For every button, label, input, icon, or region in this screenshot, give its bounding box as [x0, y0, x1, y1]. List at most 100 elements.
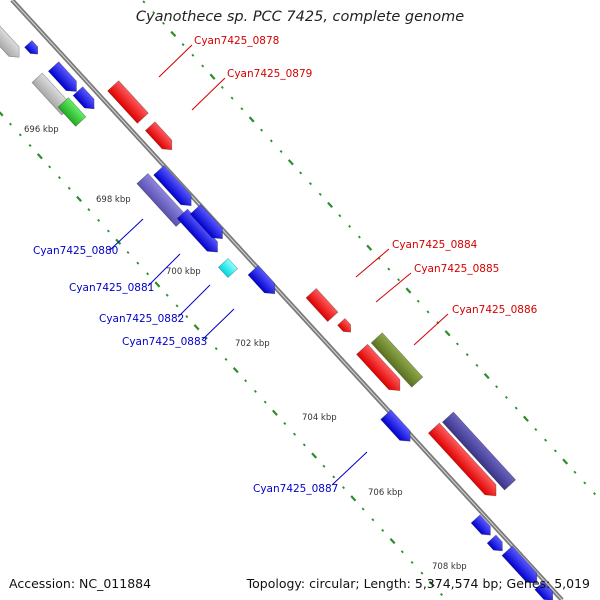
- minor-tick: [260, 128, 263, 132]
- gene-label[interactable]: Cyan7425_0885: [414, 263, 499, 275]
- minor-tick: [106, 229, 110, 233]
- gene-label[interactable]: Cyan7425_0887: [253, 483, 338, 495]
- major-tick: [154, 281, 161, 288]
- label-leader: [201, 308, 235, 341]
- minor-tick: [152, 11, 156, 15]
- minor-tick: [87, 208, 91, 212]
- gene-arrow-red[interactable]: [337, 318, 355, 335]
- major-tick: [311, 452, 318, 459]
- gene-label[interactable]: Cyan7425_0882: [99, 313, 184, 325]
- major-tick: [483, 372, 490, 380]
- gene-label[interactable]: Cyan7425_0883: [122, 336, 207, 348]
- gene-arrow-purple[interactable]: [136, 173, 188, 227]
- minor-tick: [593, 492, 596, 496]
- major-tick: [444, 330, 451, 337]
- minor-tick: [455, 342, 459, 346]
- minor-tick: [204, 336, 208, 340]
- major-tick: [428, 580, 435, 587]
- gene-arrow-indigo[interactable]: [441, 411, 517, 491]
- gene-label[interactable]: Cyan7425_0881: [69, 282, 154, 294]
- gene-arrow-red[interactable]: [356, 343, 406, 395]
- gene-label[interactable]: Cyan7425_0884: [392, 239, 478, 251]
- ruler-label: 704 kbp: [302, 413, 337, 423]
- minor-tick: [9, 122, 12, 126]
- gene-label[interactable]: Cyan7425_0886: [452, 304, 538, 316]
- major-tick: [193, 324, 200, 331]
- minor-tick: [416, 299, 420, 303]
- gene-arrow-blue[interactable]: [486, 534, 507, 555]
- gene-label[interactable]: Cyan7425_0878: [194, 35, 279, 47]
- minor-tick: [371, 518, 375, 522]
- minor-tick: [48, 165, 52, 169]
- accession-text: Accession: NC_011884: [9, 576, 152, 591]
- major-tick: [389, 537, 396, 545]
- minor-tick: [534, 428, 538, 431]
- minor-tick: [191, 53, 195, 57]
- lower-gene-labels: Cyan7425_0880 Cyan7425_0881 Cyan7425_088…: [33, 218, 368, 495]
- map-title: Cyanothece sp. PCC 7425, complete genome: [135, 9, 465, 25]
- minor-tick: [162, 21, 165, 25]
- gene-arrow-olive[interactable]: [370, 332, 424, 388]
- gene-arrow-blue[interactable]: [247, 265, 280, 298]
- minor-tick: [126, 250, 130, 254]
- major-tick: [271, 409, 278, 416]
- gene-arrow-red[interactable]: [144, 121, 176, 154]
- minor-tick: [142, 0, 146, 4]
- major-tick: [562, 458, 569, 465]
- gene-arrow-red[interactable]: [427, 422, 501, 501]
- gene-arrow-blue[interactable]: [380, 409, 416, 446]
- minor-tick: [18, 133, 22, 137]
- minor-tick: [244, 379, 248, 383]
- minor-tick: [214, 347, 218, 351]
- gene-arrow-red[interactable]: [107, 80, 149, 124]
- gene-arrow-blue[interactable]: [501, 545, 542, 588]
- major-tick: [232, 366, 239, 374]
- minor-tick: [299, 171, 303, 175]
- gene-arrow-green[interactable]: [57, 97, 87, 127]
- major-tick: [522, 415, 529, 422]
- minor-tick: [420, 571, 424, 575]
- gene-arrow-red[interactable]: [305, 288, 339, 322]
- label-leader: [355, 248, 390, 278]
- minor-tick: [400, 550, 404, 554]
- minor-tick: [293, 432, 297, 436]
- ruler-label: 702 kbp: [235, 339, 270, 349]
- minor-tick: [165, 293, 169, 297]
- gene-arrow-gray[interactable]: [0, 25, 24, 62]
- gene-arrow-blue[interactable]: [72, 86, 99, 113]
- minor-tick: [357, 235, 361, 239]
- gene-arrow-blue[interactable]: [47, 61, 81, 97]
- major-tick: [0, 111, 4, 117]
- gene-arrow-cyan[interactable]: [218, 258, 238, 278]
- gene-features: [0, 25, 554, 600]
- major-tick: [287, 159, 294, 166]
- minor-tick: [57, 176, 61, 180]
- major-tick: [350, 495, 357, 502]
- minor-tick: [263, 400, 267, 404]
- minor-tick: [475, 363, 479, 367]
- minor-tick: [381, 528, 385, 532]
- minor-tick: [332, 475, 336, 479]
- minor-tick: [342, 486, 345, 490]
- minor-tick: [583, 481, 587, 485]
- gene-label[interactable]: Cyan7425_0879: [227, 68, 312, 80]
- gene-label[interactable]: Cyan7425_0880: [33, 245, 118, 257]
- label-leader: [147, 253, 181, 287]
- minor-tick: [495, 385, 499, 389]
- major-tick: [76, 195, 83, 203]
- label-leader: [413, 313, 449, 346]
- major-tick: [248, 116, 255, 123]
- minor-tick: [410, 560, 414, 564]
- ruler-label: 706 kbp: [368, 488, 403, 498]
- minor-tick: [544, 438, 548, 442]
- major-tick: [36, 153, 43, 160]
- gene-arrow-blue[interactable]: [189, 204, 227, 244]
- gene-arrow-blue[interactable]: [153, 165, 197, 211]
- minor-tick: [514, 406, 518, 410]
- minor-tick: [338, 214, 342, 218]
- minor-tick: [146, 272, 150, 276]
- ruler-label: 698 kbp: [96, 195, 131, 205]
- gene-arrow-blue[interactable]: [470, 514, 495, 539]
- gene-arrow-blue[interactable]: [24, 40, 42, 57]
